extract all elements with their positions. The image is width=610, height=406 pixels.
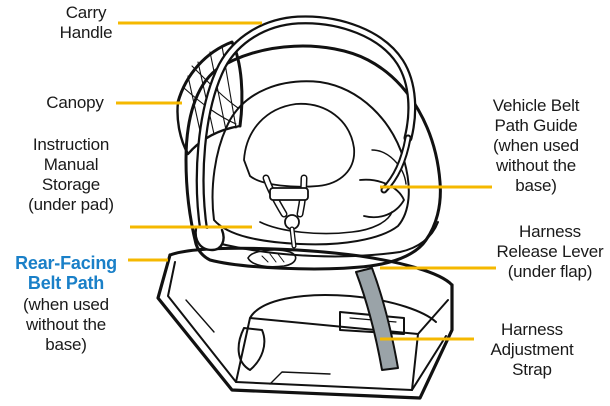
label-instruction-manual: Instruction Manual Storage (under pad) — [14, 135, 128, 215]
label-harness-release-lever: Harness Release Lever (under flap) — [494, 222, 606, 282]
label-line: Harness — [501, 320, 563, 339]
label-line: (under flap) — [507, 262, 593, 281]
label-line: base) — [515, 176, 557, 195]
label-line: (under pad) — [28, 195, 114, 214]
label-rear-facing-belt-path: Rear-Facing Belt Path — [6, 253, 126, 293]
carry-handle — [194, 15, 417, 252]
leader-lines — [116, 21, 496, 341]
label-line: (when used — [493, 136, 579, 155]
label-line: Rear-Facing — [15, 253, 117, 273]
label-line: Handle — [59, 23, 113, 42]
label-vehicle-belt-path-guide: Vehicle Belt Path Guide (when used witho… — [476, 96, 596, 196]
label-harness-adjustment-strap: Harness Adjustment Strap — [478, 320, 586, 380]
label-line: Release Lever — [496, 242, 604, 261]
label-line: without the — [495, 156, 577, 175]
label-line: Instruction — [32, 135, 110, 154]
label-line: base) — [45, 335, 87, 354]
base — [156, 246, 454, 400]
label-carry-handle: Carry Handle — [56, 3, 116, 43]
adjustment-strap — [355, 267, 399, 371]
label-line: Manual — [43, 155, 99, 174]
label-line: Belt Path — [27, 273, 105, 293]
harness — [262, 174, 309, 249]
label-line: Harness — [519, 222, 581, 241]
label-line: Vehicle Belt — [492, 96, 580, 115]
label-line: Adjustment — [490, 340, 574, 359]
label-line: (when used — [23, 295, 109, 314]
label-line: Strap — [512, 360, 552, 379]
label-canopy: Canopy — [36, 93, 114, 113]
label-rear-facing-note: (when used without the base) — [6, 295, 126, 355]
seat-shell — [184, 44, 442, 271]
label-line: without the — [25, 315, 107, 334]
label-line: Storage — [41, 175, 101, 194]
label-line: Carry — [65, 3, 107, 22]
label-line: Path Guide — [494, 116, 578, 135]
label-line: Canopy — [46, 93, 104, 112]
